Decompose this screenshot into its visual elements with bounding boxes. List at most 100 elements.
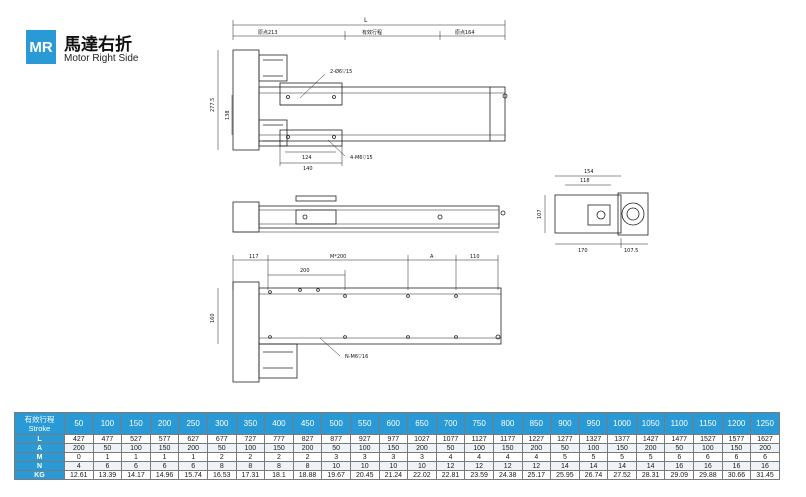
table-cell: 10 xyxy=(321,461,351,471)
table-cell: 28.31 xyxy=(635,470,666,480)
table-cell: 3 xyxy=(349,452,380,462)
row-label: L xyxy=(14,434,65,444)
table-cell: 200 xyxy=(750,443,780,453)
table-cell: 26.74 xyxy=(578,470,609,480)
table-cell: 27.52 xyxy=(607,470,637,480)
table-cell: 6 xyxy=(178,461,208,471)
table-cell: 827 xyxy=(292,434,323,444)
row-label: KG xyxy=(14,470,65,480)
table-cell: 18.1 xyxy=(264,470,294,480)
stroke-col-header: 800 xyxy=(492,412,523,435)
table-cell: 3 xyxy=(321,452,351,462)
table-cell: 4 xyxy=(64,461,94,471)
table-cell: 20.45 xyxy=(349,470,380,480)
table-cell: 29.09 xyxy=(664,470,695,480)
stroke-header-zh: 有效行程 xyxy=(24,414,55,424)
table-cell: 1527 xyxy=(693,434,723,444)
table-cell: 50 xyxy=(550,443,580,453)
dim-110: 110 xyxy=(470,254,480,260)
table-cell: 50 xyxy=(435,443,466,453)
table-cell: 8 xyxy=(235,461,266,471)
stroke-col-header: 1050 xyxy=(635,412,666,435)
table-cell: 150 xyxy=(492,443,523,453)
note-2-holes: 2-Ø6▽15 xyxy=(330,68,352,75)
table-cell: 1 xyxy=(149,452,180,462)
table-cell: 8 xyxy=(292,461,323,471)
table-cell: 12.61 xyxy=(64,470,94,480)
page-title: 馬達右折 xyxy=(64,35,132,55)
row-label: A xyxy=(14,443,65,453)
stroke-col-header: 950 xyxy=(578,412,609,435)
table-cell: 17.31 xyxy=(235,470,266,480)
table-cell: 50 xyxy=(92,443,123,453)
dim-160: 160 xyxy=(210,313,216,323)
table-cell: 727 xyxy=(235,434,266,444)
table-cell: 2 xyxy=(292,452,323,462)
table-cell: 100 xyxy=(121,443,151,453)
page-subtitle: Motor Right Side xyxy=(64,53,139,64)
table-cell: 0 xyxy=(64,452,94,462)
note-4-holes: 4-M6▽15 xyxy=(350,155,373,161)
table-cell: 14.96 xyxy=(149,470,180,480)
dim-a: A xyxy=(430,254,434,260)
table-cell: 6 xyxy=(92,461,123,471)
table-cell: 5 xyxy=(635,452,666,462)
table-cell: 1027 xyxy=(407,434,437,444)
table-cell: 3 xyxy=(407,452,437,462)
table-cell: 2 xyxy=(206,452,237,462)
table-cell: 1577 xyxy=(721,434,752,444)
stroke-col-header: 650 xyxy=(407,412,437,435)
dim-140: 140 xyxy=(303,166,313,172)
table-cell: 200 xyxy=(635,443,666,453)
table-cell: 4 xyxy=(492,452,523,462)
table-cell: 927 xyxy=(349,434,380,444)
table-cell: 150 xyxy=(149,443,180,453)
table-cell: 4 xyxy=(521,452,552,462)
dim-118: 118 xyxy=(580,178,590,184)
table-cell: 14 xyxy=(578,461,609,471)
dim-effective-stroke: 有效行程 xyxy=(362,29,382,36)
table-cell: 16 xyxy=(721,461,752,471)
table-cell: 100 xyxy=(235,443,266,453)
table-cell: 100 xyxy=(578,443,609,453)
dim-170: 170 xyxy=(578,248,588,254)
table-cell: 100 xyxy=(693,443,723,453)
stroke-col-header: 750 xyxy=(464,412,494,435)
table-cell: 14.17 xyxy=(121,470,151,480)
table-cell: 3 xyxy=(378,452,409,462)
table-cell: 1227 xyxy=(521,434,552,444)
stroke-header-cell: 有效行程 Stroke xyxy=(14,412,65,435)
stroke-col-header: 150 xyxy=(121,412,151,435)
table-cell: 4 xyxy=(435,452,466,462)
top-view: L 原点213 有效行程 原点164 2-Ø6▽15 4-M6▽15 277.5 xyxy=(210,17,508,172)
table-cell: 22.81 xyxy=(435,470,466,480)
table-cell: 12 xyxy=(521,461,552,471)
stroke-col-header: 850 xyxy=(521,412,552,435)
stroke-col-header: 450 xyxy=(292,412,323,435)
table-cell: 150 xyxy=(264,443,294,453)
end-view: 154 118 107 170 107.5 xyxy=(537,169,649,254)
stroke-col-header: 400 xyxy=(264,412,294,435)
stroke-col-header: 600 xyxy=(378,412,409,435)
table-cell: 8 xyxy=(264,461,294,471)
mr-badge: MR xyxy=(26,30,56,64)
table-cell: 14 xyxy=(635,461,666,471)
table-cell: 1177 xyxy=(492,434,523,444)
table-cell: 16 xyxy=(750,461,780,471)
table-cell: 16 xyxy=(664,461,695,471)
stroke-col-header: 300 xyxy=(206,412,237,435)
table-cell: 2 xyxy=(235,452,266,462)
table-cell: 1077 xyxy=(435,434,466,444)
stroke-col-header: 700 xyxy=(435,412,466,435)
table-cell: 200 xyxy=(178,443,208,453)
stroke-col-header: 200 xyxy=(149,412,180,435)
stroke-col-header: 1150 xyxy=(693,412,723,435)
table-cell: 1 xyxy=(92,452,123,462)
table-cell: 50 xyxy=(206,443,237,453)
dim-138: 138 xyxy=(225,110,231,120)
dim-107: 107 xyxy=(537,209,543,219)
table-cell: 19.67 xyxy=(321,470,351,480)
